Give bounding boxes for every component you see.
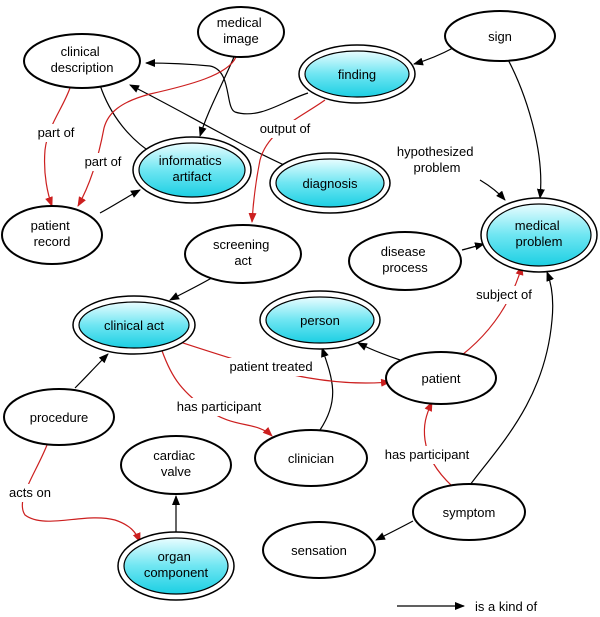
node-symptom-label: symptom xyxy=(443,505,496,520)
nodes: medical image sign clinical description … xyxy=(1,6,598,601)
node-cardiac-valve[interactable]: cardiac valve xyxy=(120,435,232,495)
label-hypothesized-problem-line-2: problem xyxy=(414,160,461,175)
edge-hypothesized-problem-to-medical-problem xyxy=(479,179,506,201)
node-sign-label: sign xyxy=(488,29,512,44)
node-organ-component-line-1: organ xyxy=(158,549,191,564)
svg-text:patient record: patient record xyxy=(31,218,74,249)
node-patient[interactable]: patient xyxy=(385,351,497,405)
node-sign[interactable]: sign xyxy=(444,10,556,62)
node-patient-label: patient xyxy=(421,371,460,386)
node-disease-process[interactable]: disease process xyxy=(348,231,462,291)
node-cardiac-valve-line-1: cardiac xyxy=(153,448,195,463)
svg-text:clinical description: clinical description xyxy=(51,44,114,75)
node-medical-problem[interactable]: medical problem xyxy=(480,197,598,273)
node-sensation[interactable]: sensation xyxy=(262,521,376,579)
node-procedure-label: procedure xyxy=(30,410,89,425)
node-diagnosis-label: diagnosis xyxy=(303,176,358,191)
node-clinical-description-line-1: clinical xyxy=(61,44,100,59)
node-diagnosis[interactable]: diagnosis xyxy=(269,152,391,214)
node-finding-label: finding xyxy=(338,67,376,82)
edge-part-of-medical-image-to-patient-record xyxy=(77,56,237,207)
label-hypothesized-problem: hypothesized problem xyxy=(397,144,477,175)
node-clinical-act-label: clinical act xyxy=(104,318,164,333)
node-clinician-label: clinician xyxy=(288,451,334,466)
node-organ-component-line-2: component xyxy=(144,565,209,580)
node-clinical-act[interactable]: clinical act xyxy=(72,295,196,355)
node-disease-process-line-2: process xyxy=(382,260,428,275)
label-output-of: output of xyxy=(260,121,311,136)
edge-clinician-to-person xyxy=(319,347,334,431)
relation-edges xyxy=(21,56,524,543)
edge-sign-to-medical-problem xyxy=(504,53,545,199)
svg-text:cardiac valve: cardiac valve xyxy=(153,448,199,479)
node-patient-record[interactable]: patient record xyxy=(1,205,103,265)
node-disease-process-line-1: disease xyxy=(381,244,426,259)
node-medical-image-line-2: image xyxy=(223,31,258,46)
svg-text:organ component: organ component xyxy=(144,549,209,580)
edge-disease-process-to-medical-problem xyxy=(461,242,485,251)
node-screening-act[interactable]: screening act xyxy=(184,224,302,284)
node-clinical-description-line-2: description xyxy=(51,60,114,75)
edge-sign-to-finding xyxy=(413,46,456,66)
legend-label: is a kind of xyxy=(475,599,538,614)
node-medical-image[interactable]: medical image xyxy=(197,6,285,58)
node-informatics-artifact[interactable]: informatics artifact xyxy=(132,136,252,204)
svg-text:screening act: screening act xyxy=(213,237,273,268)
edge-subject-of-patient-to-medical-problem xyxy=(461,265,524,356)
node-patient-record-line-1: patient xyxy=(31,218,70,233)
node-sensation-label: sensation xyxy=(291,543,347,558)
node-patient-record-line-2: record xyxy=(34,234,71,249)
edge-symptom-to-sensation xyxy=(375,520,414,541)
edge-patient-to-person xyxy=(357,342,401,361)
edge-patient-record-to-informatics-artifact xyxy=(99,189,141,214)
node-medical-problem-line-2: problem xyxy=(516,234,563,249)
label-has-participant-2: has participant xyxy=(385,447,470,462)
node-person[interactable]: person xyxy=(259,290,381,350)
node-screening-act-line-1: screening xyxy=(213,237,269,252)
edge-symptom-to-medical-problem xyxy=(469,271,554,486)
edge-acts-on-procedure-to-organ-component xyxy=(21,444,141,543)
node-clinical-description[interactable]: clinical description xyxy=(23,33,141,89)
svg-text:disease process: disease process xyxy=(381,244,429,275)
node-finding[interactable]: finding xyxy=(298,44,416,104)
edge-procedure-to-clinical-act xyxy=(74,353,109,389)
label-has-participant-1: has participant xyxy=(177,399,262,414)
svg-text:informatics artifact: informatics artifact xyxy=(159,153,225,184)
label-subject-of: subject of xyxy=(476,287,532,302)
svg-text:medical problem: medical problem xyxy=(515,218,563,249)
label-acts-on: acts on xyxy=(9,485,51,500)
edge-screening-act-to-clinical-act xyxy=(169,275,216,301)
node-medical-problem-line-1: medical xyxy=(515,218,560,233)
edge-finding-to-clinical-description xyxy=(145,59,309,115)
node-symptom[interactable]: symptom xyxy=(412,483,526,541)
node-organ-component[interactable]: organ component xyxy=(117,531,235,601)
isa-edges xyxy=(74,46,554,541)
node-medical-image-line-1: medical xyxy=(217,15,262,30)
node-procedure[interactable]: procedure xyxy=(3,388,115,446)
legend: is a kind of xyxy=(397,599,538,614)
edge-part-of-clinical-description-to-patient-record xyxy=(43,87,71,207)
node-informatics-artifact-line-1: informatics xyxy=(159,153,222,168)
node-informatics-artifact-line-2: artifact xyxy=(172,169,211,184)
svg-text:medical image: medical image xyxy=(217,15,265,46)
relation-labels: part of part of output of hypothesized p… xyxy=(4,120,542,502)
node-person-label: person xyxy=(300,313,340,328)
edge-output-of-finding-to-screening-act xyxy=(248,99,326,223)
node-clinician[interactable]: clinician xyxy=(254,429,368,487)
node-screening-act-line-2: act xyxy=(234,253,252,268)
node-cardiac-valve-line-2: valve xyxy=(161,464,191,479)
label-patient-treated: patient treated xyxy=(229,359,312,374)
label-hypothesized-problem-line-1: hypothesized xyxy=(397,144,474,159)
label-part-of-1: part of xyxy=(38,125,75,140)
edge-has-participant-symptom-to-patient xyxy=(423,401,453,487)
label-part-of-2: part of xyxy=(85,154,122,169)
